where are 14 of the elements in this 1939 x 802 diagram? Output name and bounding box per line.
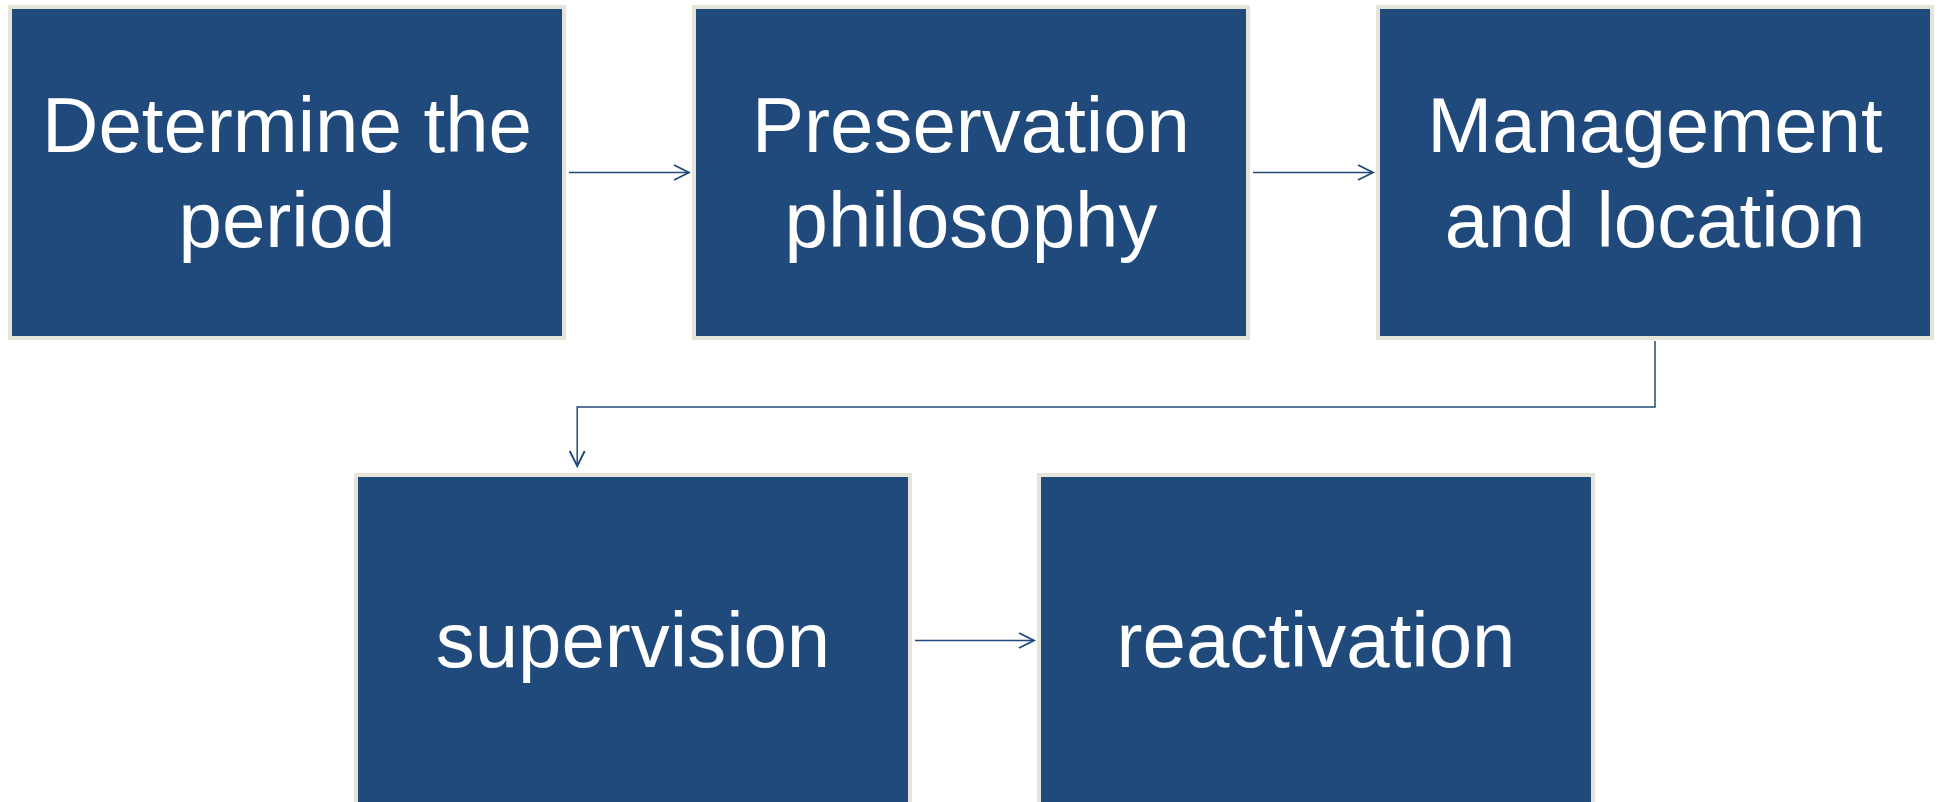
step-label: Management and location bbox=[1426, 79, 1884, 266]
arrow bbox=[568, 340, 1656, 467]
step-label: Preservation philosophy bbox=[751, 79, 1191, 266]
process-box bbox=[1037, 473, 1595, 802]
arrow bbox=[1252, 164, 1374, 181]
process-box bbox=[692, 5, 1250, 340]
step-label: supervision bbox=[435, 595, 831, 686]
process-box bbox=[1376, 5, 1934, 340]
step-label: reactivation bbox=[1116, 595, 1516, 686]
step-label: Determine the period bbox=[41, 79, 533, 266]
arrow bbox=[914, 632, 1035, 649]
process-box bbox=[354, 473, 912, 802]
arrow bbox=[568, 164, 690, 181]
process-box bbox=[8, 5, 566, 340]
